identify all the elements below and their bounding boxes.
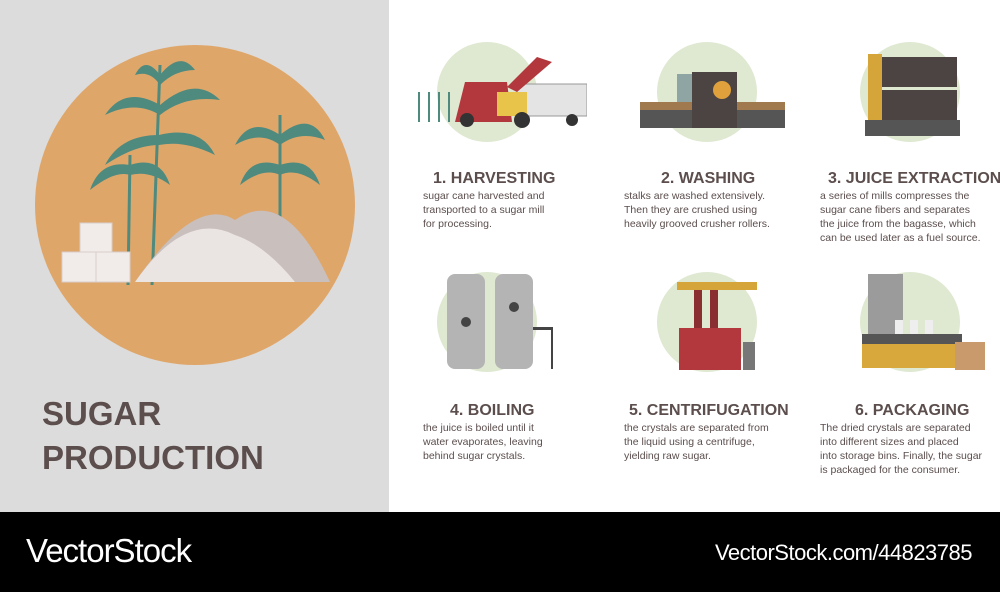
harvester-icon xyxy=(387,32,587,152)
boiler-tanks-icon xyxy=(387,262,587,382)
step-title: 6. PACKAGING xyxy=(855,402,970,419)
title-line: PRODUCTION xyxy=(42,439,264,476)
centrifuge-icon xyxy=(607,262,807,382)
page-title: SUGAR PRODUCTION xyxy=(42,392,264,480)
title-line: SUGAR xyxy=(42,395,162,432)
step-title: 1. HARVESTING xyxy=(433,170,556,187)
washing-conveyor-icon xyxy=(607,32,807,152)
step-title: 4. BOILING xyxy=(450,402,535,419)
step-title: 3. JUICE EXTRACTION xyxy=(828,170,1000,187)
mill-rollers-icon xyxy=(810,32,1000,152)
packaging-line-icon xyxy=(810,262,1000,382)
image-url: VectorStock.com/44823785 xyxy=(714,540,973,565)
footer-bar: VectorStock VectorStock.com/44823785 xyxy=(0,512,1000,592)
step-title: 5. CENTRIFUGATION xyxy=(629,402,789,419)
step-title: 2. WASHING xyxy=(661,170,756,187)
left-panel: SUGAR PRODUCTION xyxy=(0,0,389,512)
sugar-cane-illustration xyxy=(35,45,355,365)
step-description: stalks are washed extensively.Then they … xyxy=(624,190,770,230)
brand-logo: VectorStock xyxy=(26,532,192,569)
